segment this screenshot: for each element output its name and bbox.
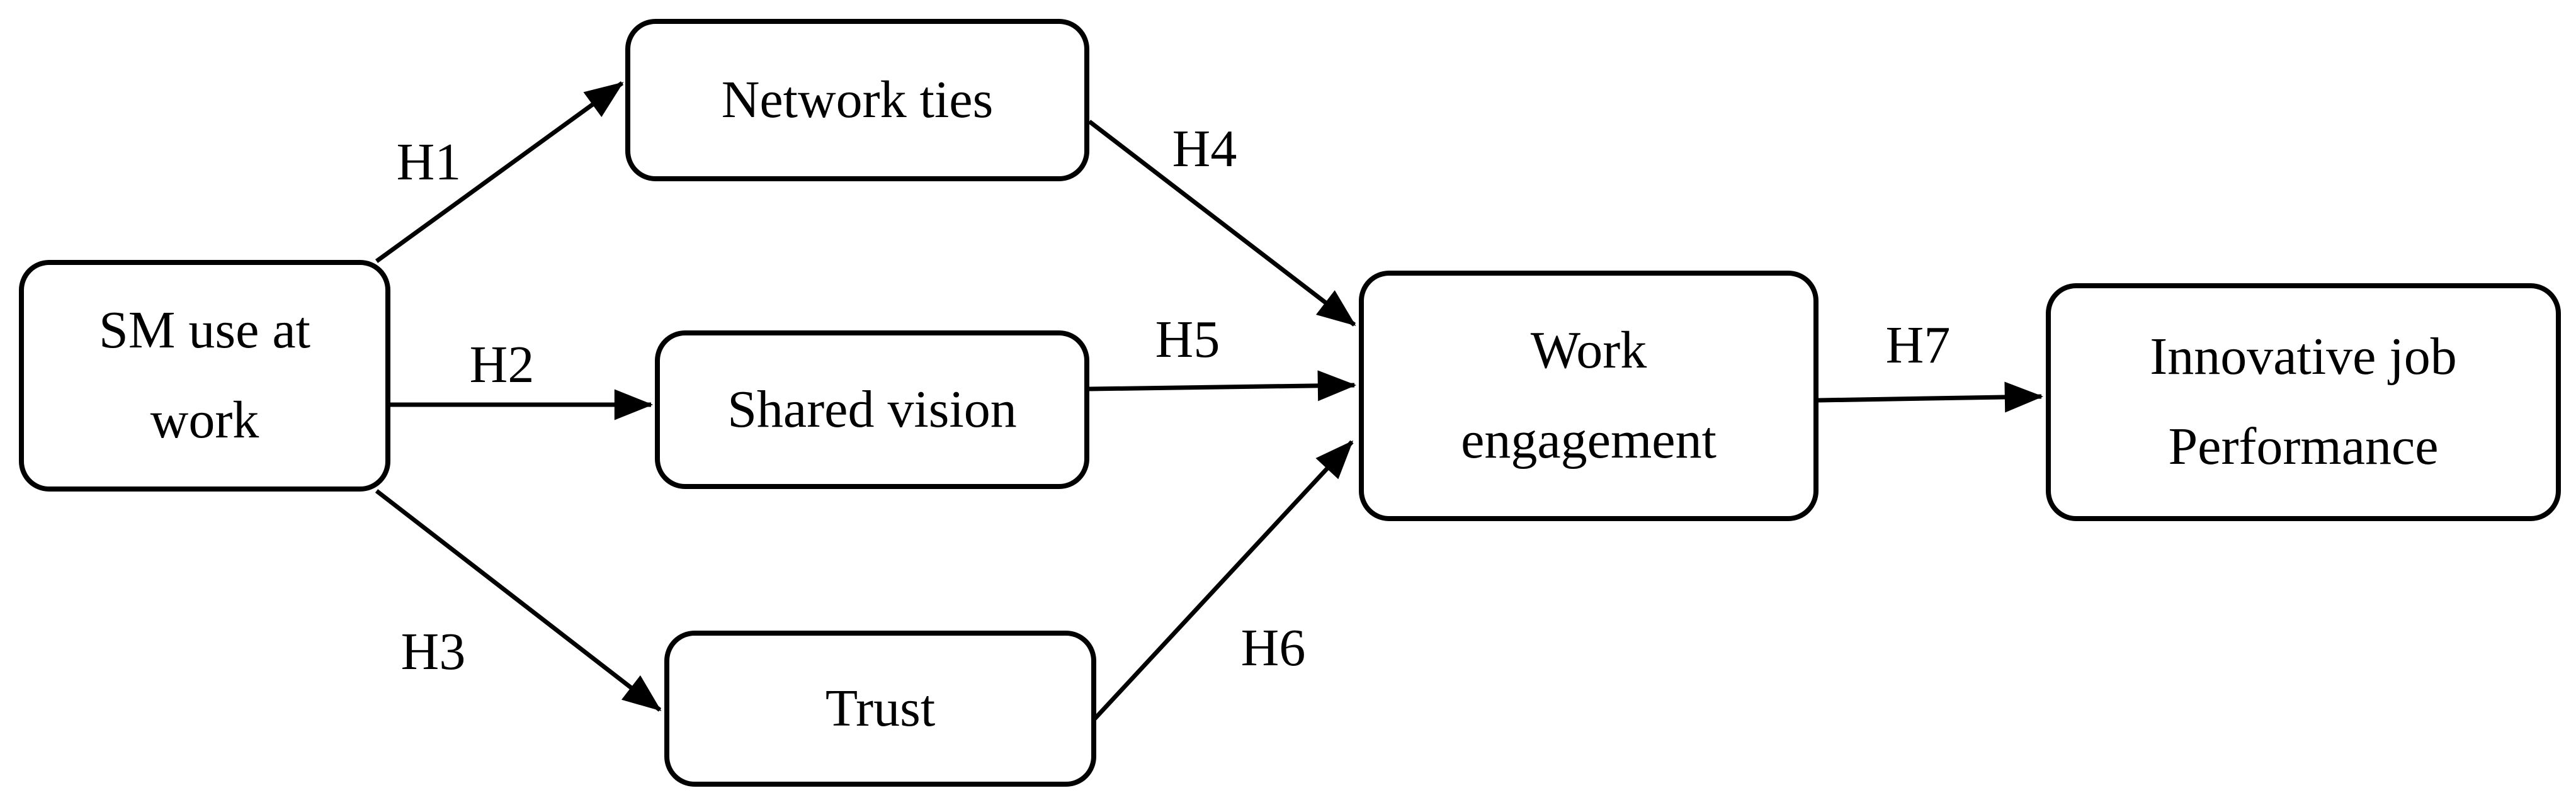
node-label: SM use at work — [99, 286, 310, 466]
node-trust: Trust — [664, 631, 1096, 787]
node-label-line: work — [150, 391, 259, 449]
edge-label-H4: H4 — [1172, 120, 1237, 178]
node-label-line: engagement — [1461, 411, 1716, 470]
node-label: Work engagement — [1461, 306, 1716, 486]
node-label-line: Performance — [2168, 417, 2439, 476]
node-label-line: Network ties — [721, 70, 994, 129]
edge-H5 — [1089, 370, 1357, 402]
edge-label-H3: H3 — [400, 622, 466, 681]
node-label: Trust — [826, 664, 935, 754]
node-innovative-job-performance: Innovative job Performance — [2046, 283, 2561, 521]
edge-label-H1: H1 — [396, 133, 462, 191]
edge-label-H5: H5 — [1155, 310, 1220, 369]
node-network-ties: Network ties — [625, 19, 1089, 181]
node-shared-vision: Shared vision — [655, 330, 1089, 489]
edge-label-H7: H7 — [1885, 316, 1951, 374]
edge-H7 — [1818, 381, 2044, 413]
node-label-line: Innovative job — [2150, 327, 2457, 386]
node-label: Shared vision — [727, 365, 1017, 455]
node-work-engagement: Work engagement — [1359, 271, 1819, 521]
node-label-line: Shared vision — [727, 380, 1017, 439]
node-label-line: Trust — [825, 678, 936, 738]
node-label: Innovative job Performance — [2150, 312, 2457, 492]
edge-H6 — [1090, 440, 1354, 724]
node-label-line: Work — [1530, 321, 1647, 380]
node-label-line: SM use at — [99, 301, 310, 360]
node-label: Network ties — [722, 55, 994, 145]
edge-label-H6: H6 — [1240, 619, 1306, 677]
node-sm-use-at-work: SM use at work — [19, 260, 390, 492]
edge-label-H2: H2 — [469, 335, 535, 394]
